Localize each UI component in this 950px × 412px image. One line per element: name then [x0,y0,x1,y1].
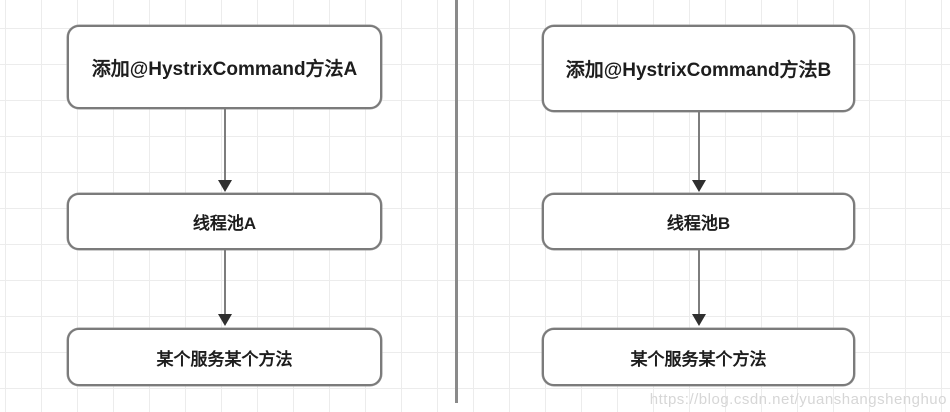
flow-a-arrow-2-down-icon [218,250,232,326]
arrow-stem [698,112,700,182]
flow-a-node-hystrix-command-label: 添加@HystrixCommand方法A [91,58,358,80]
flow-divider-line [455,0,458,403]
arrow-head-icon [218,314,232,326]
arrow-head-icon [218,180,232,192]
flow-a-node-hystrix-command: 添加@HystrixCommand方法A [67,25,382,109]
flow-a-node-service-method-label: 某个服务某个方法 [156,349,293,369]
flow-b-node-service-method: 某个服务某个方法 [542,328,855,386]
flow-b-node-service-method-label: 某个服务某个方法 [630,349,767,369]
arrow-head-icon [692,180,706,192]
watermark-url: https://blog.csdn.net/yuanshangshenghuo [649,391,947,408]
flow-a-node-thread-pool: 线程池A [67,193,382,250]
flow-b-arrow-1-down-icon [692,112,706,192]
flow-a-node-thread-pool-label: 线程池A [192,214,257,233]
flow-a-arrow-1-down-icon [218,109,232,192]
flow-b-node-thread-pool: 线程池B [542,193,855,250]
flow-a-node-service-method: 某个服务某个方法 [67,328,382,386]
arrow-stem [224,109,226,182]
arrow-stem [698,250,700,316]
flow-b-node-hystrix-command-label: 添加@HystrixCommand方法B [565,60,832,81]
arrow-stem [224,250,226,316]
flow-b-node-hystrix-command: 添加@HystrixCommand方法B [542,25,855,112]
arrow-head-icon [692,314,706,326]
flow-b-arrow-2-down-icon [692,250,706,326]
flow-b-node-thread-pool-label: 线程池B [666,214,731,233]
